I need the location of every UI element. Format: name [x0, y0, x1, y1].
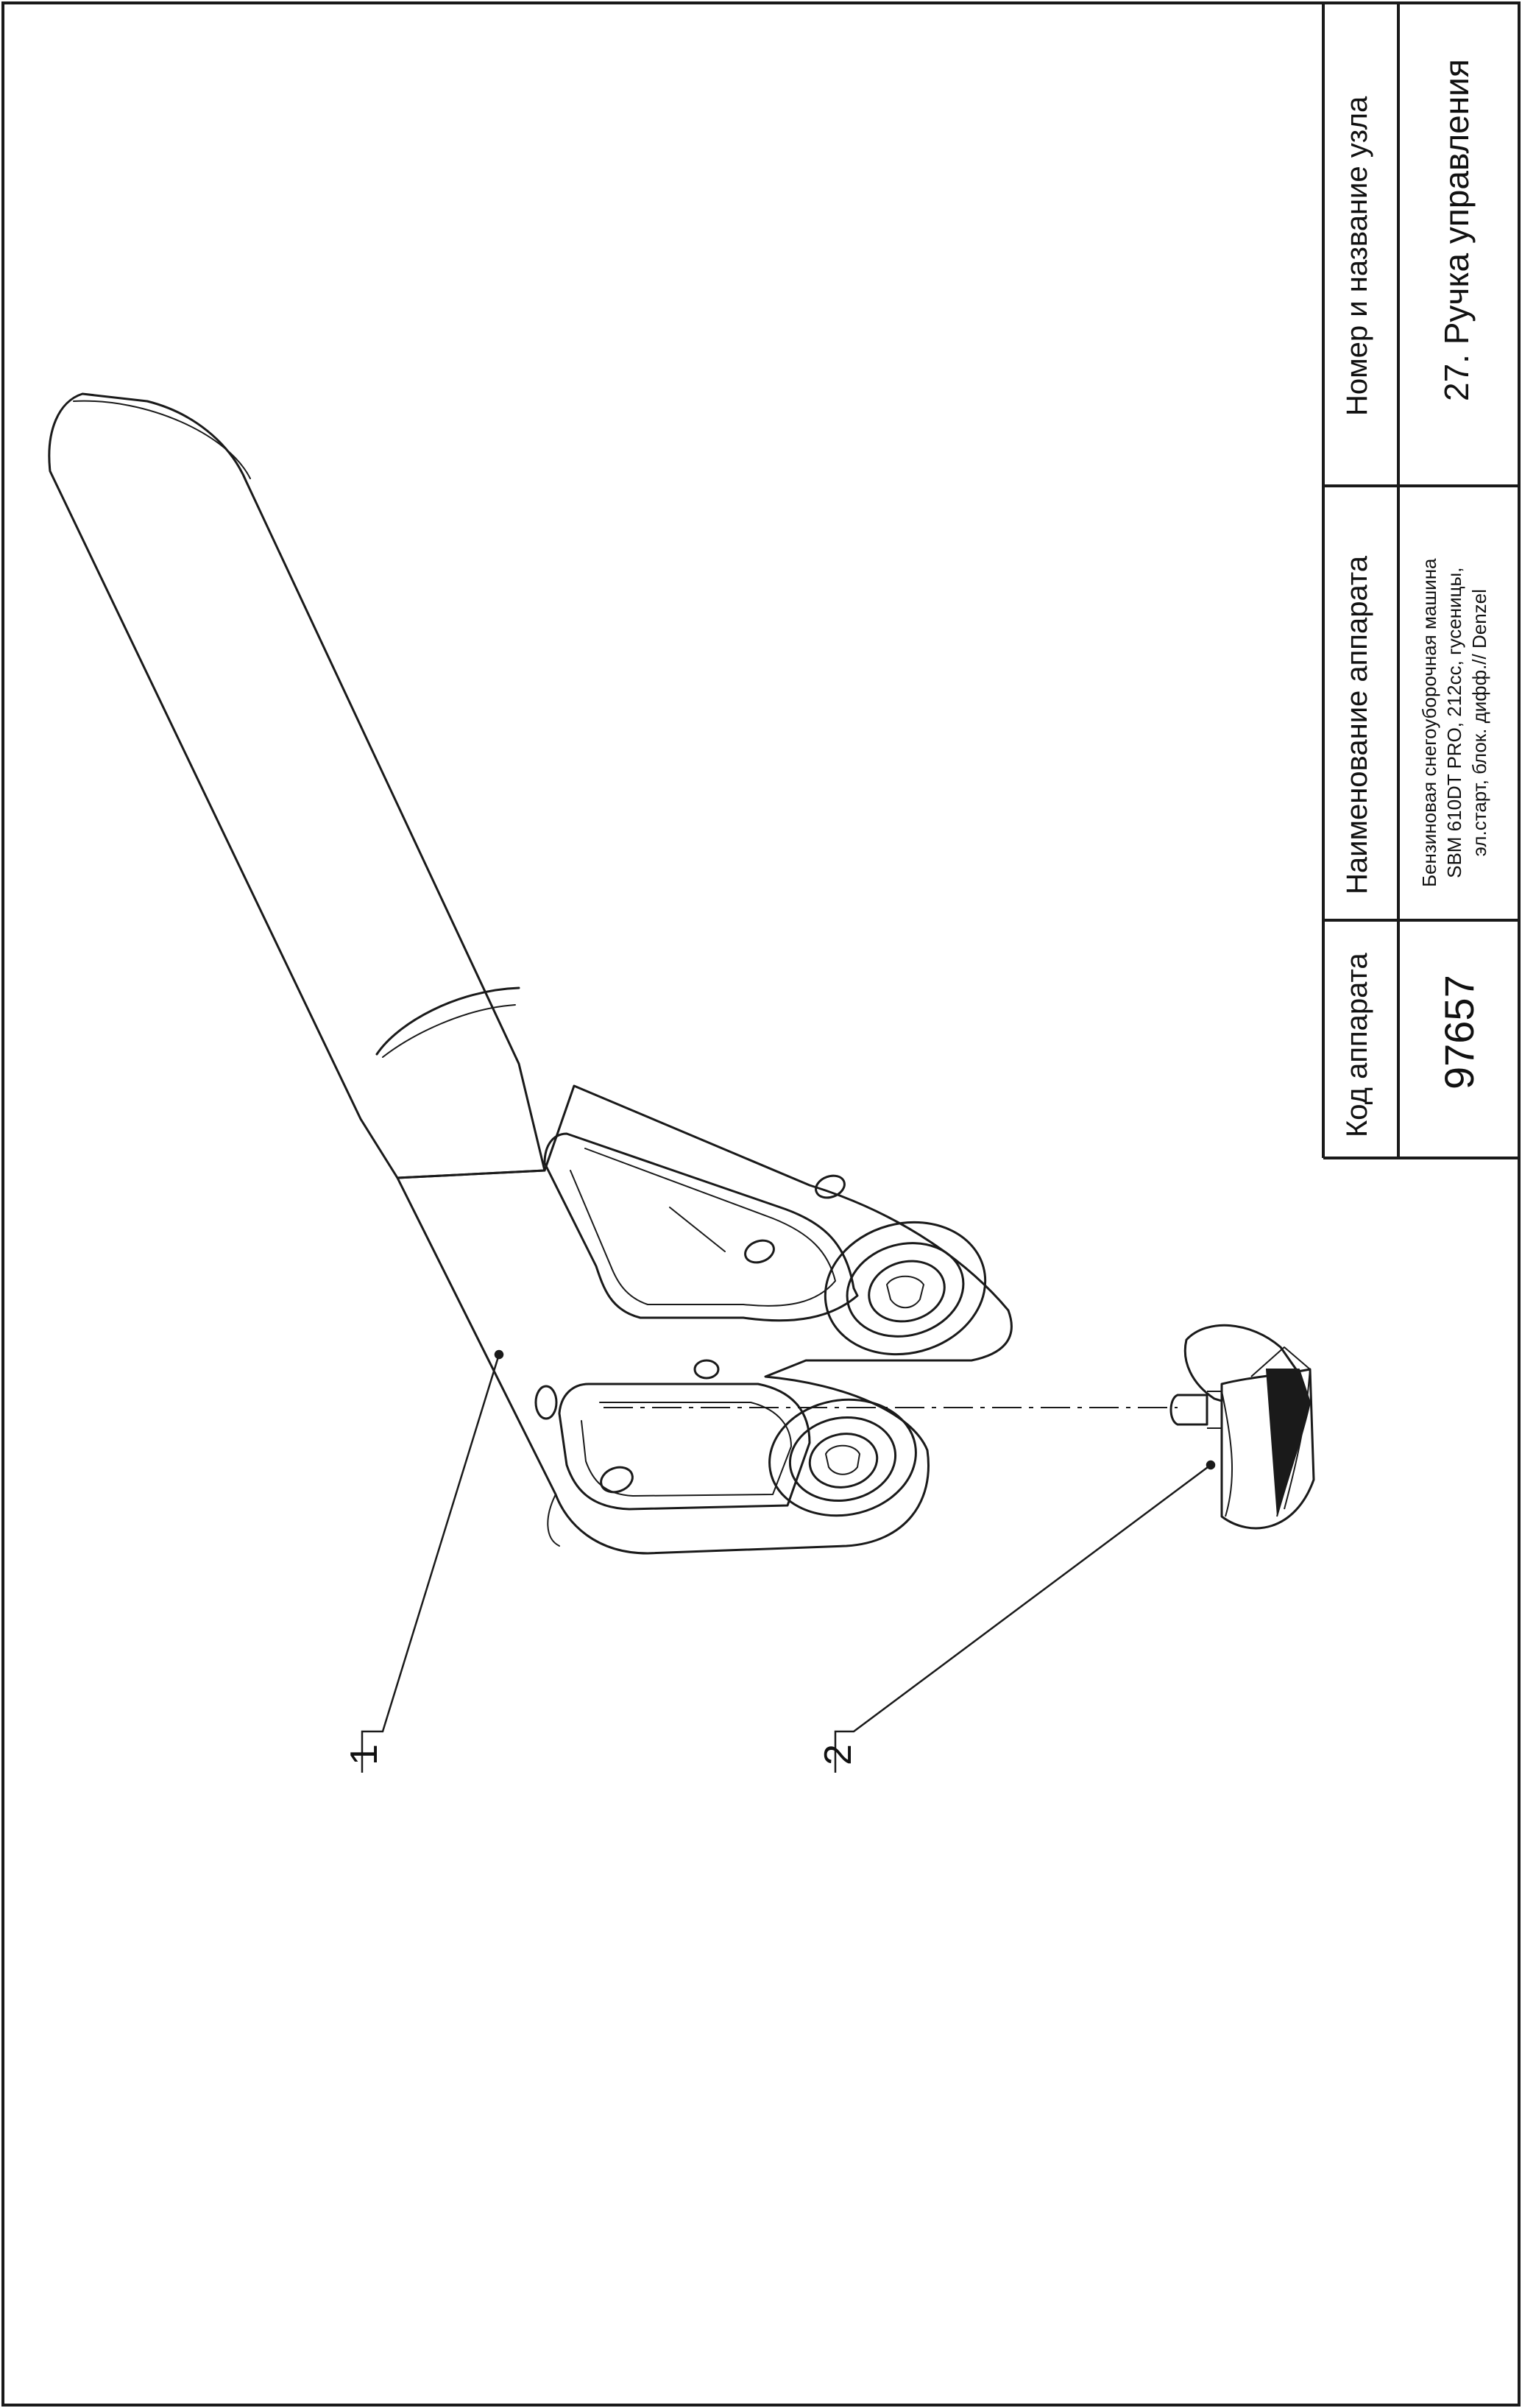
- device-name-value: Бензиновая снегоуборочная машина SBM 610…: [1417, 558, 1492, 887]
- device-code-value: 97657: [1436, 975, 1482, 1090]
- device-name-line-1: Бензиновая снегоуборочная машина: [1418, 558, 1440, 887]
- header-code: Код аппарата: [1341, 953, 1373, 1137]
- part-1-handle: [48, 392, 1013, 1555]
- part-2-knob: [1169, 1324, 1315, 1530]
- header-node: Номер и название узла: [1341, 96, 1373, 416]
- title-block-grid: [1322, 3, 1519, 1159]
- callout-1-label: 1: [343, 1744, 386, 1765]
- node-value: 27. Ручка управления: [1437, 59, 1476, 401]
- device-name-line-2: SBM 610DT PRO, 212cc, гусеницы,: [1443, 567, 1465, 878]
- header-device-name: Наименование аппарата: [1341, 556, 1373, 894]
- leader-lines: [361, 1349, 1216, 1773]
- device-name-line-3: эл.старт, блок. дифф.// Denzel: [1468, 589, 1490, 857]
- callout-2-label: 2: [817, 1744, 860, 1765]
